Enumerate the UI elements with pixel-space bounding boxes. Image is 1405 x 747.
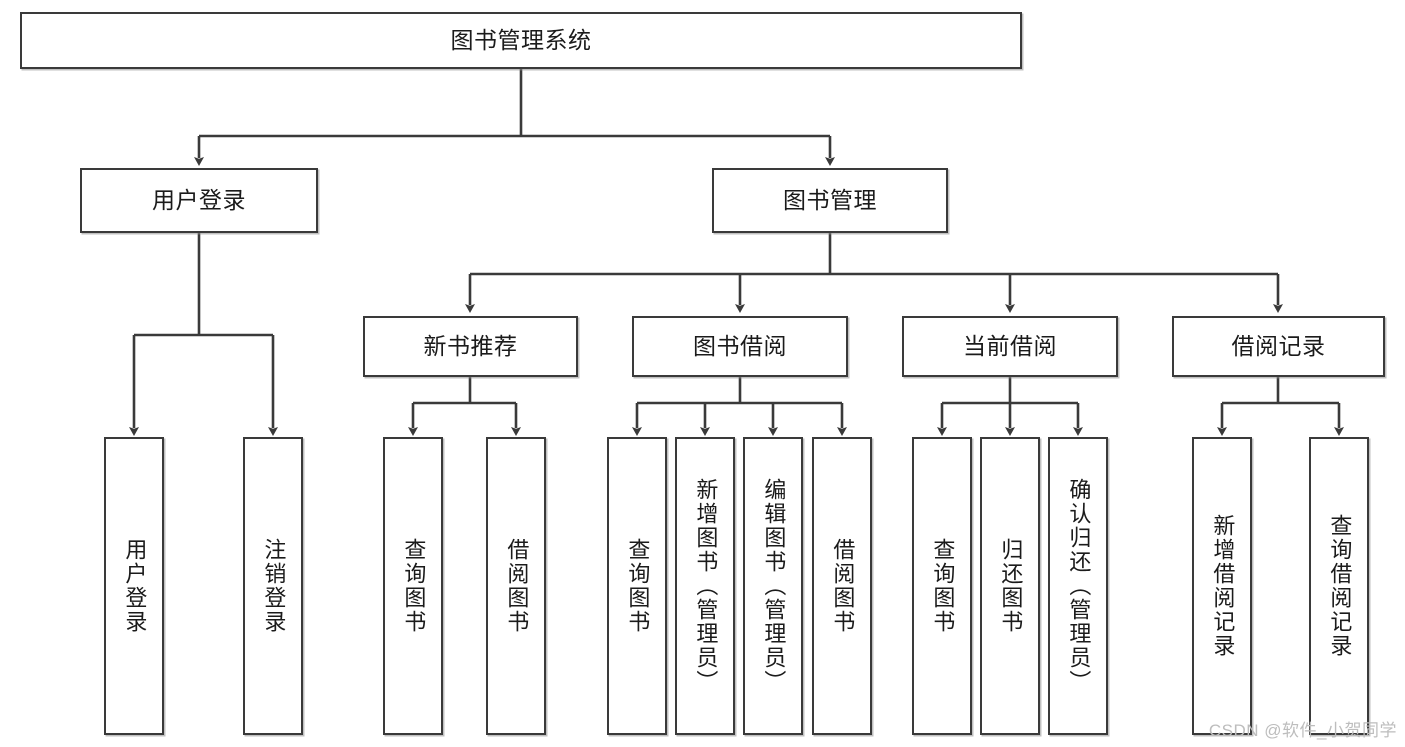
node-label: 查询图书 — [930, 538, 956, 634]
node-label: 借阅图书 — [830, 538, 856, 634]
leaf-borrow-record-query[interactable]: 查询借阅记录 — [1309, 437, 1369, 735]
leaf-book-borrow-query[interactable]: 查询图书 — [607, 437, 667, 735]
node-borrow-record[interactable]: 借阅记录 — [1172, 316, 1385, 377]
leaf-user-login-login[interactable]: 用户登录 — [104, 437, 164, 735]
node-current-borrow[interactable]: 当前借阅 — [902, 316, 1118, 377]
csdn-watermark: CSDN @软件_小贺同学 — [1208, 721, 1397, 740]
leaf-current-borrow-return[interactable]: 归还图书 — [980, 437, 1040, 735]
node-book-borrow[interactable]: 图书借阅 — [632, 316, 848, 377]
leaf-new-book-query[interactable]: 查询图书 — [383, 437, 443, 735]
node-new-book-recommend[interactable]: 新书推荐 — [363, 316, 578, 377]
node-label: 确认归还（管理员） — [1066, 478, 1092, 694]
node-label: 图书管理系统 — [450, 26, 592, 53]
node-label: 注销登录 — [261, 538, 287, 634]
node-label: 图书管理 — [783, 186, 877, 213]
leaf-user-login-logout[interactable]: 注销登录 — [243, 437, 303, 735]
node-label: 用户登录 — [122, 538, 148, 634]
node-label: 新增图书（管理员） — [693, 478, 719, 694]
node-book-management[interactable]: 图书管理 — [712, 168, 948, 233]
node-label: 借阅记录 — [1231, 332, 1326, 359]
leaf-book-borrow-edit[interactable]: 编辑图书（管理员） — [743, 437, 803, 735]
leaf-new-book-borrow[interactable]: 借阅图书 — [486, 437, 546, 735]
node-label: 查询图书 — [625, 538, 651, 634]
leaf-borrow-record-add[interactable]: 新增借阅记录 — [1192, 437, 1252, 735]
node-label: 新增借阅记录 — [1210, 514, 1236, 658]
node-label: 查询图书 — [401, 538, 427, 634]
node-label: 新书推荐 — [423, 332, 518, 359]
node-label: 借阅图书 — [504, 538, 530, 634]
node-label: 查询借阅记录 — [1327, 514, 1353, 658]
node-root-system[interactable]: 图书管理系统 — [20, 12, 1022, 69]
node-label: 图书借阅 — [693, 332, 787, 359]
leaf-current-borrow-query[interactable]: 查询图书 — [912, 437, 972, 735]
node-user-login[interactable]: 用户登录 — [80, 168, 318, 233]
node-label: 用户登录 — [152, 186, 246, 213]
node-label: 归还图书 — [998, 538, 1024, 634]
leaf-current-borrow-confirm-return[interactable]: 确认归还（管理员） — [1048, 437, 1108, 735]
leaf-book-borrow-add[interactable]: 新增图书（管理员） — [675, 437, 735, 735]
node-label: 编辑图书（管理员） — [761, 478, 787, 694]
node-label: 当前借阅 — [963, 332, 1057, 359]
leaf-book-borrow-borrow[interactable]: 借阅图书 — [812, 437, 872, 735]
